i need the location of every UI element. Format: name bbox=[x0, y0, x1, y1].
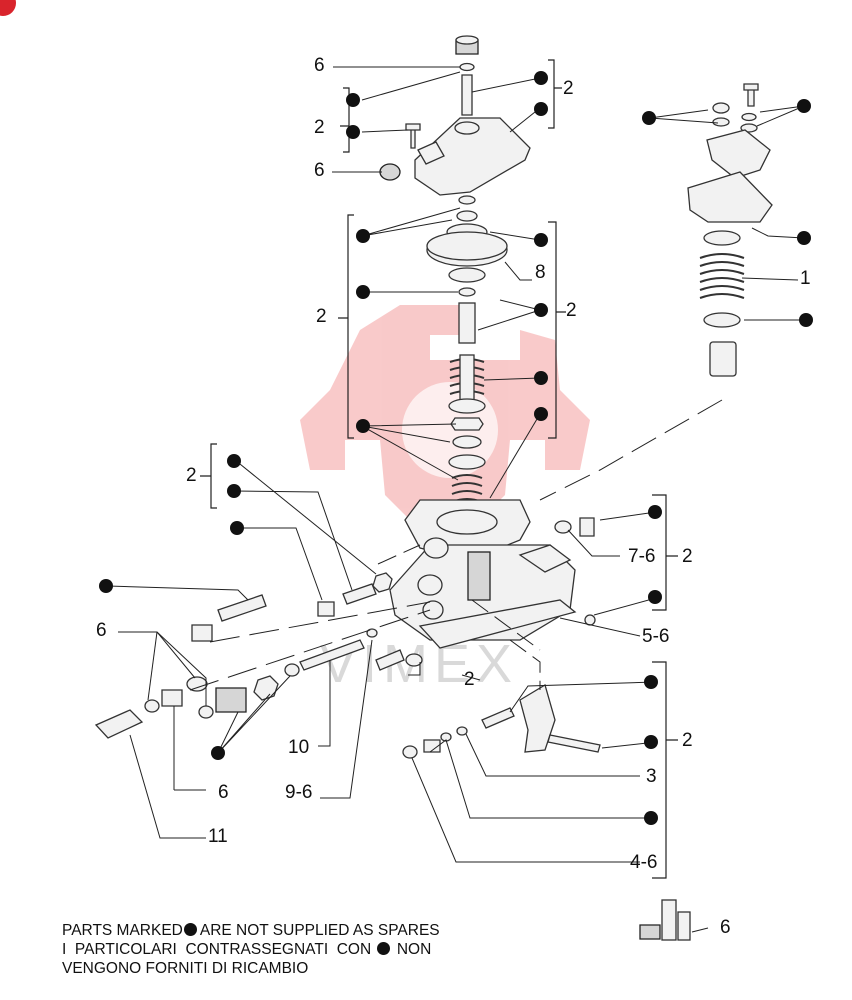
marker-dot bbox=[534, 303, 548, 317]
leader-lines bbox=[107, 66, 805, 863]
not-supplied-markers bbox=[99, 71, 813, 825]
callout-5-6: 5-6 bbox=[642, 626, 669, 647]
marker-dot bbox=[99, 579, 113, 593]
marker-dot bbox=[346, 125, 360, 139]
callout-6-icon: 6 bbox=[720, 917, 731, 938]
marker-dot bbox=[346, 93, 360, 107]
stack-piston bbox=[458, 302, 476, 344]
marker-dot bbox=[644, 735, 658, 749]
legend-dot-icon bbox=[376, 942, 390, 955]
marker-dot bbox=[227, 484, 241, 498]
left-nut bbox=[253, 675, 279, 701]
banjo-fitting bbox=[215, 687, 247, 713]
marker-dot bbox=[356, 419, 370, 433]
plug-cap bbox=[379, 163, 401, 181]
callout-2-right-low: 2 bbox=[682, 730, 693, 751]
right-spring bbox=[699, 253, 745, 299]
callout-2-small-left: 2 bbox=[186, 465, 197, 486]
marker-dot bbox=[534, 102, 548, 116]
lower-spring bbox=[451, 474, 483, 503]
corner-badge bbox=[0, 0, 16, 16]
marker-dot bbox=[211, 746, 225, 760]
spring-seat bbox=[448, 398, 486, 414]
legend-line-1: PARTS MARKED ARE NOT SUPPLIED AS SPARES bbox=[62, 921, 440, 940]
legend-line-3: VENGONO FORNITI DI RICAMBIO bbox=[62, 960, 309, 977]
callout-4-6: 4-6 bbox=[630, 852, 657, 873]
marker-dot bbox=[534, 407, 548, 421]
legend-line-2: I PARTICOLARI CONTRASSEGNATI CON NON bbox=[62, 940, 440, 959]
marker-dot bbox=[648, 590, 662, 604]
marker-dot bbox=[356, 285, 370, 299]
cover-housing bbox=[414, 117, 531, 196]
gasket bbox=[418, 599, 577, 649]
callout-labels: 6 2 2 6 8 2 2 1 2 7-6 2 5-6 6 2 2 10 6 9… bbox=[96, 55, 811, 938]
marker-dot bbox=[797, 231, 811, 245]
right-spring-seat bbox=[703, 230, 741, 246]
cap-sleeve bbox=[191, 624, 213, 642]
callout-7-6: 7-6 bbox=[628, 546, 655, 567]
callout-9-6: 9-6 bbox=[285, 782, 312, 803]
callout-6-top: 6 bbox=[314, 55, 325, 76]
callout-2-left-big: 2 bbox=[316, 306, 327, 327]
marker-dot bbox=[534, 233, 548, 247]
callout-2-center: 2 bbox=[464, 669, 475, 690]
marker-dot bbox=[644, 811, 658, 825]
top-cap-assembly bbox=[379, 35, 531, 196]
callout-10: 10 bbox=[288, 737, 309, 758]
callout-6-low: 6 bbox=[218, 782, 229, 803]
legend-note: PARTS MARKED ARE NOT SUPPLIED AS SPARES I… bbox=[62, 921, 440, 978]
small-stud bbox=[375, 649, 405, 671]
callout-6-left: 6 bbox=[96, 620, 107, 641]
callout-1: 1 bbox=[800, 268, 811, 289]
marker-dot bbox=[642, 111, 656, 125]
central-stack bbox=[426, 195, 508, 503]
hex-fitting bbox=[372, 572, 393, 593]
legend-line-2-after: NON bbox=[396, 941, 432, 958]
left-parts bbox=[94, 517, 596, 739]
lower-lever bbox=[402, 684, 601, 759]
long-screw bbox=[299, 639, 365, 671]
callout-11: 11 bbox=[208, 826, 228, 847]
legend-dot-icon bbox=[183, 923, 197, 936]
right-cap-screw bbox=[743, 83, 759, 107]
callout-2-cap-right: 2 bbox=[563, 78, 574, 99]
marker-dot bbox=[797, 99, 811, 113]
cover-screw bbox=[405, 123, 421, 149]
threaded-stud bbox=[217, 594, 267, 622]
legend-line-2-before: I PARTICOLARI CONTRASSEGNATI CON bbox=[62, 941, 372, 958]
main-body bbox=[389, 499, 577, 649]
bracket-plate bbox=[706, 129, 771, 179]
callout-2-right-big: 2 bbox=[566, 300, 577, 321]
cap-screw bbox=[461, 74, 473, 116]
legend-line-1-before: PARTS MARKED bbox=[62, 922, 183, 939]
callout-2-right-mid: 2 bbox=[682, 546, 693, 567]
tool-icon bbox=[639, 899, 709, 941]
small-washer bbox=[459, 62, 475, 72]
callout-8: 8 bbox=[535, 262, 546, 283]
callout-6-plug: 6 bbox=[314, 160, 325, 181]
lever-stud bbox=[481, 707, 515, 729]
right-assembly bbox=[687, 83, 773, 377]
marker-dot bbox=[644, 675, 658, 689]
marker-dot bbox=[799, 313, 813, 327]
marker-dot bbox=[356, 229, 370, 243]
banjo-bolt bbox=[94, 709, 144, 739]
marker-dot bbox=[534, 371, 548, 385]
marker-dot bbox=[534, 71, 548, 85]
marker-dot bbox=[648, 505, 662, 519]
marker-dot bbox=[230, 521, 244, 535]
lever-pin bbox=[547, 734, 601, 753]
lever-plate bbox=[687, 171, 773, 223]
marker-dot bbox=[227, 454, 241, 468]
cover-side-boss bbox=[417, 141, 445, 165]
callout-2-cap-left: 2 bbox=[314, 117, 325, 138]
right-sleeve bbox=[709, 341, 737, 377]
brackets bbox=[200, 59, 678, 879]
legend-line-1-after: ARE NOT SUPPLIED AS SPARES bbox=[199, 922, 440, 939]
callout-3: 3 bbox=[646, 766, 657, 787]
